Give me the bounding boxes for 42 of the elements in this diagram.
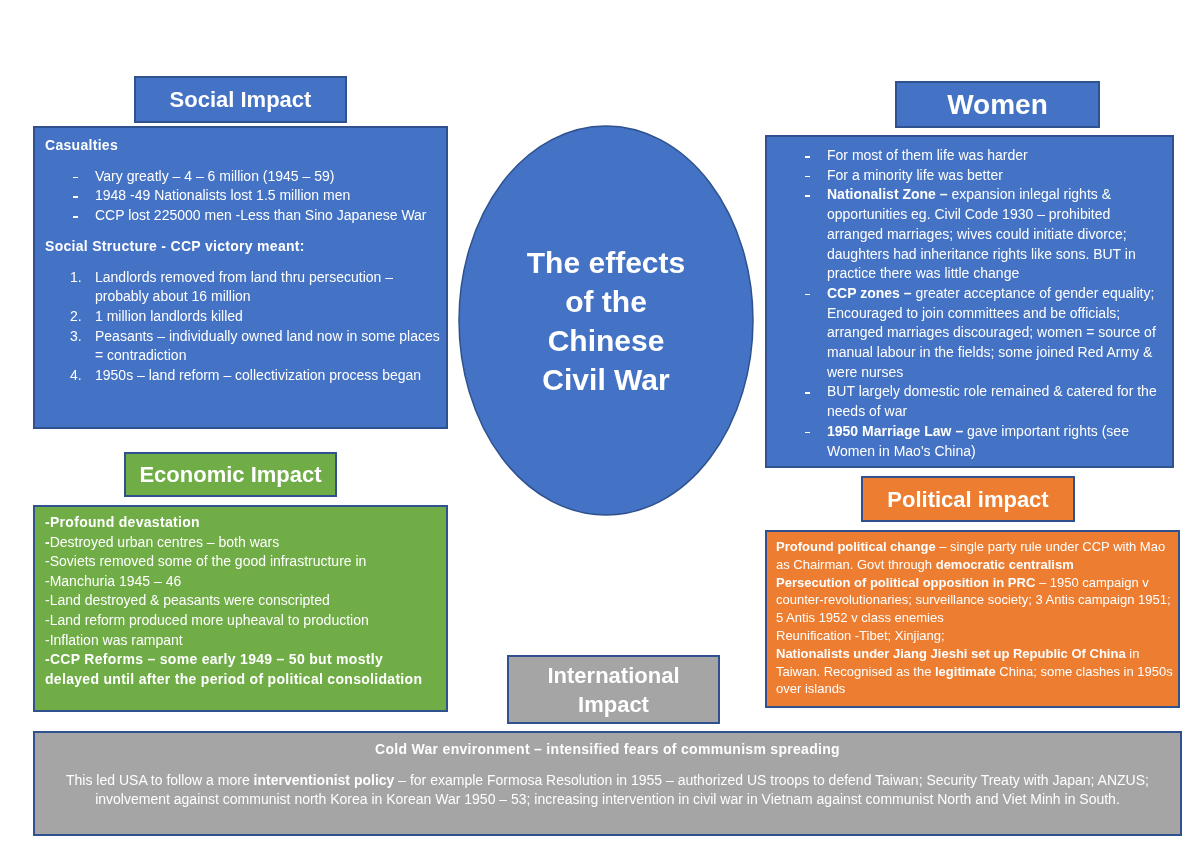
paragraph: -Inflation was rampant bbox=[45, 630, 184, 650]
section-header: Economic Impact bbox=[124, 452, 337, 497]
paragraph: Reunification -Tibet; Xinjiang; bbox=[776, 627, 946, 645]
content-panel bbox=[765, 135, 1174, 468]
list-number: 2. bbox=[70, 307, 82, 324]
list-heading: Casualties bbox=[45, 136, 120, 155]
section-header: Social Impact bbox=[134, 76, 347, 123]
section-header: International Impact bbox=[507, 655, 720, 724]
paragraph: -Profound devastation bbox=[45, 513, 201, 532]
content-panel bbox=[33, 126, 448, 429]
list-item: 1 million landlords killed bbox=[95, 306, 243, 326]
content-panel bbox=[765, 530, 1180, 708]
content-panel bbox=[33, 505, 448, 712]
section-header: Political impact bbox=[861, 476, 1075, 522]
content-panel bbox=[33, 731, 1182, 836]
ellipse-title: The effects of the Chinese Civil War bbox=[525, 244, 687, 398]
list-item: 1950 Marriage Law – gave important rights (see Women in Mao's China) bbox=[827, 421, 1130, 461]
paragraph: This led USA to follow a more interventionist policy – for example Formosa Resolution in 1955 – authorized US troops to defend Taiwan; Security Treaty with Japan; ANZUS; involvement against communist north Korea in Korean War 1950 – 53; increasing intervention in civil war in Vietnam against communist North and Viet Minh in South. bbox=[65, 770, 1150, 809]
list-heading: Social Structure - CCP victory meant: bbox=[45, 236, 306, 256]
paragraph: -CCP Reforms – some early 1949 – 50 but mostly delayed until after the period of political consolidation bbox=[45, 650, 424, 689]
list-number: 4. bbox=[70, 367, 82, 384]
paragraph: -Manchuria 1945 – 46 bbox=[45, 571, 183, 591]
list-item: 1950s – land reform – collectivization process began bbox=[95, 366, 422, 386]
list-item: CCP zones – greater acceptance of gender equality; Encouraged to join committees and be officials; arranged marriages discouraged; women = source of manual labour in the fields; some joined Red Army & were nurses bbox=[827, 283, 1157, 382]
paragraph: Profound political change – single party rule under CCP with Mao as Chairman. Govt through democratic centralism bbox=[776, 538, 1167, 574]
paragraph: Nationalists under Jiang Jieshi set up Republic Of China in Taiwan. Recognised as the legitimate China; some clashes in 1950s over islands bbox=[776, 644, 1174, 699]
paragraph: -Land destroyed & peasants were conscripted bbox=[45, 591, 331, 611]
list-number: 3. bbox=[70, 327, 82, 344]
paragraph: -Land reform produced more upheaval to production bbox=[45, 610, 370, 630]
paragraph: -Soviets removed some of the good infrastructure in bbox=[45, 552, 368, 572]
list-item: Landlords removed from land thru persecution – probably about 16 million bbox=[95, 267, 395, 307]
paragraph: -Destroyed urban centres – both wars bbox=[45, 532, 281, 552]
list-number: 1. bbox=[70, 268, 82, 285]
section-header: Women bbox=[895, 81, 1100, 128]
list-item: Vary greatly – 4 – 6 million (1945 – 59) bbox=[95, 166, 335, 186]
list-item: For a minority life was better bbox=[827, 165, 1003, 185]
panel-heading: Cold War environment – intensified fears of communism spreading bbox=[374, 740, 841, 759]
list-item: Peasants – individually owned land now in some places = contradiction bbox=[95, 326, 440, 366]
list-item: CCP lost 225000 men -Less than Sino Japanese War bbox=[95, 206, 427, 226]
list-item: 1948 -49 Nationalists lost 1.5 million men bbox=[95, 186, 351, 206]
paragraph: Persecution of political opposition in PRC – 1950 campaign v counter-revolutionaries; surveillance society; 3 Antis campaign 1951; 5 Antis 1952 v class enemies bbox=[776, 573, 1172, 627]
list-item: For most of them life was harder bbox=[827, 146, 1028, 165]
